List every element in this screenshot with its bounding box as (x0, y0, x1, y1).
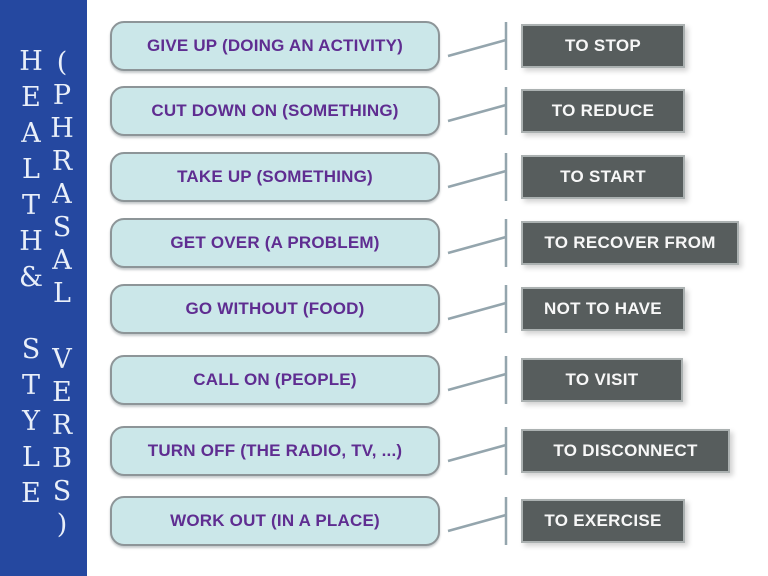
definition-label: TO DISCONNECT (553, 441, 698, 460)
match-row: TAKE UP (SOMETHING) TO START (0, 150, 768, 204)
phrasal-verb-label: TAKE UP (SOMETHING) (177, 167, 373, 186)
definition-card: TO DISCONNECT (521, 429, 730, 473)
phrasal-verb-card: TAKE UP (SOMETHING) (110, 152, 440, 202)
match-row: CUT DOWN ON (SOMETHING) TO REDUCE (0, 84, 768, 138)
connector-line (447, 427, 508, 475)
phrasal-verb-card: CALL ON (PEOPLE) (110, 355, 440, 405)
definition-card: TO RECOVER FROM (521, 221, 739, 265)
phrasal-verb-card: CUT DOWN ON (SOMETHING) (110, 86, 440, 136)
phrasal-verb-label: GET OVER (A PROBLEM) (170, 233, 380, 252)
connector-line (447, 219, 508, 267)
phrasal-verb-label: GIVE UP (DOING AN ACTIVITY) (146, 36, 403, 55)
phrasal-verb-label: TURN OFF (THE RADIO, TV, ...) (147, 441, 403, 460)
match-row: TURN OFF (THE RADIO, TV, ...) TO DISCONN… (0, 424, 768, 478)
connector-line (447, 87, 508, 135)
definition-label: TO START (560, 167, 646, 186)
match-row: GIVE UP (DOING AN ACTIVITY) TO STOP (0, 19, 768, 73)
match-row: WORK OUT (IN A PLACE) TO EXERCISE (0, 494, 768, 548)
definition-card: NOT TO HAVE (521, 287, 685, 331)
connector-line (447, 497, 508, 545)
definition-label: TO RECOVER FROM (544, 233, 716, 252)
definition-card: TO STOP (521, 24, 685, 68)
connector-line (447, 285, 508, 333)
phrasal-verb-label: WORK OUT (IN A PLACE) (170, 511, 380, 530)
connector-line (447, 356, 508, 404)
definition-label: TO STOP (564, 36, 642, 55)
definition-card: TO VISIT (521, 358, 683, 402)
definition-label: TO EXERCISE (544, 511, 662, 530)
definition-card: TO REDUCE (521, 89, 685, 133)
definition-label: NOT TO HAVE (544, 299, 662, 318)
connector-line (447, 153, 508, 201)
match-row: CALL ON (PEOPLE) TO VISIT (0, 353, 768, 407)
phrasal-verb-card: TURN OFF (THE RADIO, TV, ...) (110, 426, 440, 476)
connector-line (447, 22, 508, 70)
phrasal-verb-card: WORK OUT (IN A PLACE) (110, 496, 440, 546)
phrasal-verb-label: GO WITHOUT (FOOD) (185, 299, 365, 318)
phrasal-verb-card: GO WITHOUT (FOOD) (110, 284, 440, 334)
match-row: GET OVER (A PROBLEM) TO RECOVER FROM (0, 216, 768, 270)
phrasal-verb-card: GIVE UP (DOING AN ACTIVITY) (110, 21, 440, 71)
phrasal-verb-label: CALL ON (PEOPLE) (193, 370, 357, 389)
phrasal-verb-card: GET OVER (A PROBLEM) (110, 218, 440, 268)
definition-label: TO REDUCE (551, 101, 655, 120)
definition-card: TO EXERCISE (521, 499, 685, 543)
definition-card: TO START (521, 155, 685, 199)
definition-label: TO VISIT (565, 370, 639, 389)
phrasal-verb-label: CUT DOWN ON (SOMETHING) (151, 101, 399, 120)
match-row: GO WITHOUT (FOOD) NOT TO HAVE (0, 282, 768, 336)
